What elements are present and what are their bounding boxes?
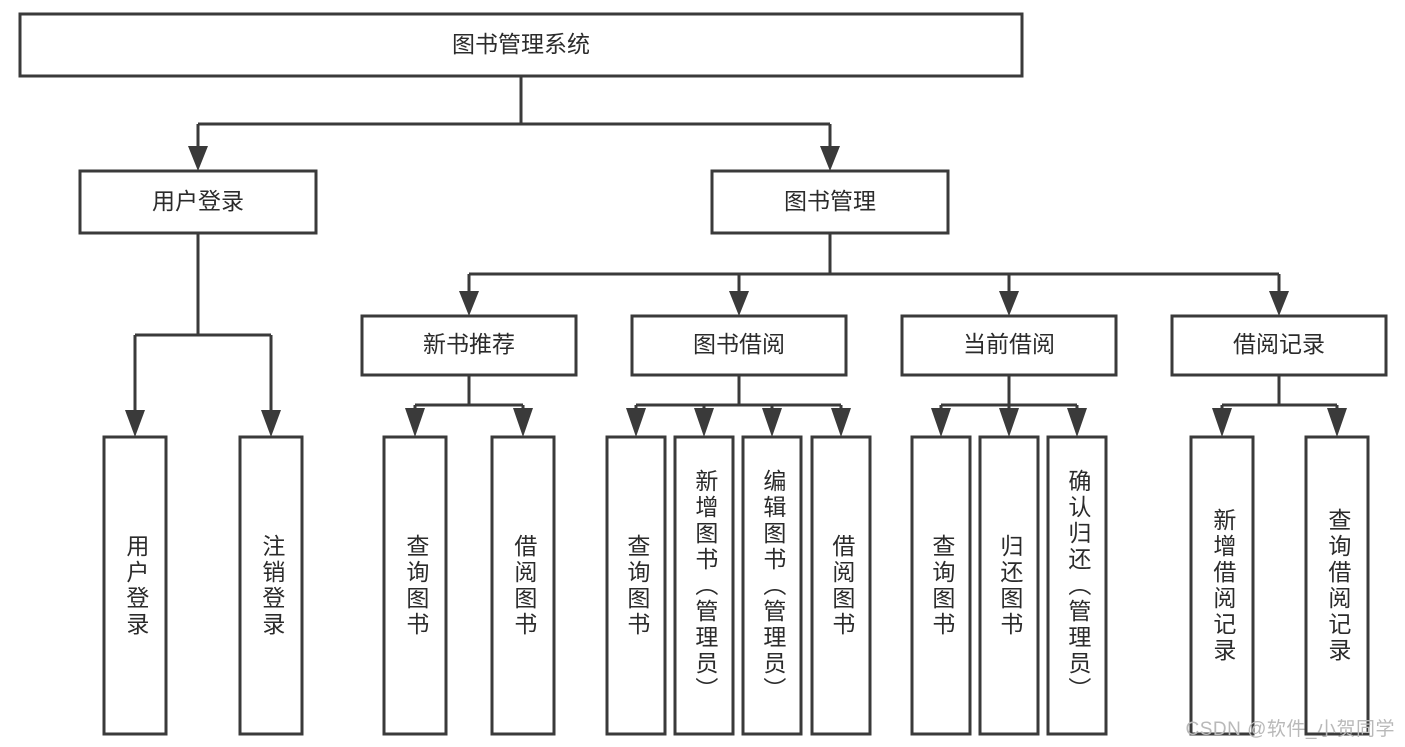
arrow-book-borrow	[729, 291, 749, 316]
node-new-book-recommend-box[interactable]	[360, 314, 578, 377]
node-borrow-record-label: 借阅记录	[1233, 331, 1325, 357]
arrow-leaf-query-book-2	[626, 408, 646, 437]
node-root-box[interactable]	[18, 12, 1024, 78]
arrow-leaf-add-borrow-record	[1212, 408, 1232, 437]
arrow-borrow-record	[1269, 291, 1289, 316]
leaf-box-user-login[interactable]	[102, 435, 168, 736]
leaf-box-query-book-3[interactable]	[910, 435, 972, 736]
arrow-new-book-recommend	[459, 291, 479, 316]
node-borrow-record-box[interactable]	[1170, 314, 1388, 377]
leaf-box-add-borrow-record[interactable]	[1189, 435, 1255, 736]
leaf-box-borrow-book-2[interactable]	[810, 435, 872, 736]
watermark-text: CSDN @软件_小贺同学	[1185, 719, 1395, 740]
node-book-manage[interactable]: 图书管理	[710, 169, 950, 235]
arrow-leaf-confirm-return	[1067, 408, 1087, 437]
arrow-leaf-user-login	[125, 410, 145, 437]
node-borrow-record[interactable]: 借阅记录	[1170, 314, 1388, 377]
arrow-leaf-return-book	[999, 408, 1019, 437]
node-current-borrow-box[interactable]	[900, 314, 1118, 377]
leaf-box-borrow-book-1[interactable]	[490, 435, 556, 736]
node-book-borrow-box[interactable]	[630, 314, 848, 377]
arrow-user-login	[188, 146, 208, 171]
node-new-book-recommend[interactable]: 新书推荐	[360, 314, 578, 377]
node-user-login[interactable]: 用户登录	[78, 169, 318, 235]
leaf-box-query-book-2[interactable]	[605, 435, 667, 736]
leaf-box-query-borrow-record[interactable]	[1304, 435, 1370, 736]
connector-group	[125, 76, 1347, 437]
node-root-label: 图书管理系统	[452, 31, 590, 57]
node-new-book-recommend-label: 新书推荐	[423, 331, 515, 357]
arrow-leaf-query-book-1	[405, 408, 425, 437]
leaf-box-confirm-return[interactable]	[1046, 435, 1108, 736]
node-user-login-box[interactable]	[78, 169, 318, 235]
arrow-leaf-add-book	[694, 408, 714, 437]
arrow-leaf-edit-book	[762, 408, 782, 437]
node-user-login-label: 用户登录	[152, 188, 244, 214]
node-book-manage-box[interactable]	[710, 169, 950, 235]
arrow-leaf-query-borrow-record	[1327, 408, 1347, 437]
leaf-box-logout-login[interactable]	[238, 435, 304, 736]
node-book-manage-label: 图书管理	[784, 188, 876, 214]
node-root[interactable]: 图书管理系统	[18, 12, 1024, 78]
node-current-borrow[interactable]: 当前借阅	[900, 314, 1118, 377]
arrow-leaf-borrow-book-2	[831, 408, 851, 437]
node-current-borrow-label: 当前借阅	[963, 331, 1055, 357]
arrow-leaf-query-book-3	[931, 408, 951, 437]
node-book-borrow-label: 图书借阅	[693, 331, 785, 357]
leaf-box-add-book[interactable]	[673, 435, 735, 736]
leaf-box-edit-book[interactable]	[741, 435, 803, 736]
leaf-box-query-book-1[interactable]	[382, 435, 448, 736]
arrow-leaf-logout-login	[261, 410, 281, 437]
leaf-box-return-book[interactable]	[978, 435, 1040, 736]
arrow-leaf-borrow-book-1	[513, 408, 533, 437]
node-book-borrow[interactable]: 图书借阅	[630, 314, 848, 377]
arrow-book-manage	[820, 146, 840, 171]
arrow-current-borrow	[999, 291, 1019, 316]
